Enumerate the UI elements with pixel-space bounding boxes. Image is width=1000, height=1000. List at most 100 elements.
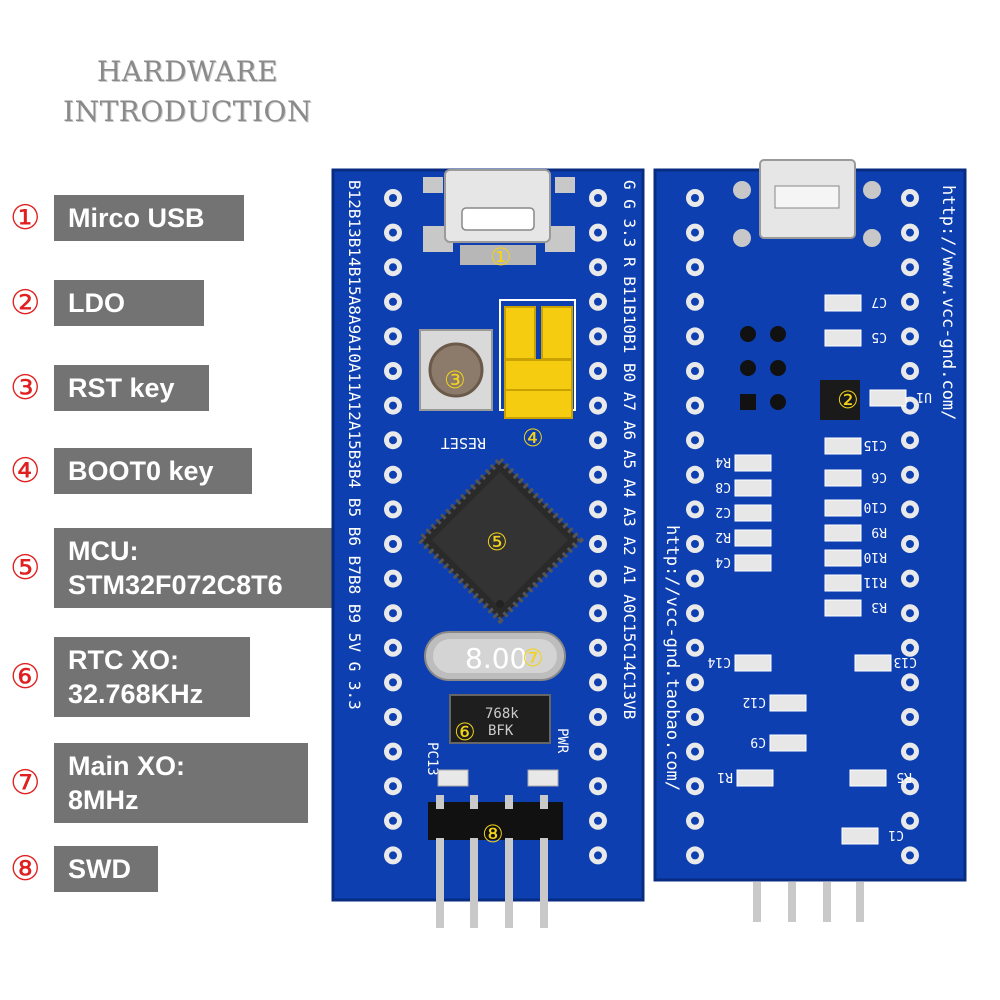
pin-hole [906, 470, 914, 479]
smd-label: R10 [864, 549, 887, 564]
pin-hole [691, 816, 699, 825]
feature-label: Mirco USB [54, 195, 244, 241]
micro-usb-connector [423, 169, 575, 265]
rtc-label-1: 768k [485, 706, 519, 722]
smd-label: C12 [743, 694, 766, 709]
pin-hole [389, 436, 397, 445]
pin-hole [691, 436, 699, 445]
smd-component [824, 329, 862, 347]
smd-component [769, 734, 807, 752]
pin-hole [594, 747, 602, 756]
smd-label: C14 [707, 654, 731, 669]
main-crystal: 8.00 [424, 631, 566, 681]
pin-hole [906, 713, 914, 721]
pin-hole [906, 747, 914, 756]
pin-hole [691, 297, 699, 306]
pin-hole [691, 194, 699, 202]
pin-hole [906, 782, 914, 791]
pin-hole [691, 401, 699, 410]
smd-label: C10 [864, 499, 887, 514]
pin-hole [691, 505, 699, 514]
smd-label: R11 [864, 574, 887, 589]
smd-component [854, 654, 892, 672]
pin-hole [691, 332, 699, 341]
pin-hole [691, 643, 699, 652]
marker-swd: ⑧ [482, 820, 504, 848]
smd-component [824, 599, 862, 617]
feature-label: RST key [54, 365, 209, 411]
marker-ldo: ② [837, 386, 859, 414]
rtc-crystal: 768k BFK [449, 694, 551, 744]
feature-label: BOOT0 key [54, 448, 252, 494]
back-board: http://www.vcc-gnd.com/ http://vcc-gnd.t… [653, 159, 967, 922]
smd-component [869, 389, 907, 407]
smd-label: C8 [715, 479, 731, 494]
crystal-label: 8.00 [465, 642, 527, 675]
smd-label: C5 [871, 329, 887, 344]
smd-label: R4 [715, 454, 731, 469]
smd-component [734, 529, 772, 547]
pin-hole [389, 263, 397, 272]
pin-hole [906, 816, 914, 825]
smd-label: C15 [864, 437, 887, 452]
feature-item-main-xo: ⑦ Main XO: 8MHz [10, 743, 308, 823]
pin-hole [389, 851, 397, 860]
pin-hole [691, 263, 699, 272]
pwr-silk: PWR [554, 728, 570, 754]
smd-component [734, 479, 772, 497]
back-right-pin-header [901, 189, 919, 865]
feature-number: ⑦ [10, 763, 41, 803]
pin-hole [389, 540, 397, 548]
smd-component [824, 437, 862, 455]
back-url-2: http://vcc-gnd.taobao.com/ [662, 525, 682, 791]
pin-hole [906, 228, 914, 237]
pin-hole [389, 574, 397, 583]
marker-main-xo: ⑦ [522, 644, 544, 672]
smd-label: R3 [871, 599, 887, 614]
pin-hole [389, 505, 397, 514]
right-pin-labels: G G 3.3 R B11B10B1 B0 A7 A6 A5 A4 A3 A2 … [620, 180, 639, 719]
smd-label: C2 [715, 504, 731, 519]
pin-hole [691, 713, 699, 721]
pin-hole [691, 540, 699, 548]
page-title: HARDWARE INTRODUCTION [40, 52, 335, 132]
mcu-chip [415, 455, 585, 625]
title-line-1: HARDWARE [96, 55, 279, 88]
feature-item-mcu: ⑤ MCU: STM32F072C8T6 [10, 528, 334, 608]
pin-hole [906, 194, 914, 202]
feature-item-swd: ⑧ SWD [10, 846, 158, 892]
smd-component [736, 769, 774, 787]
smd-label: R2 [715, 529, 731, 544]
feature-item-usb: ① Mirco USB [10, 195, 244, 241]
feature-number: ① [10, 198, 41, 238]
pin-hole [389, 332, 397, 341]
back-pin-header [753, 882, 864, 922]
smd-label: C13 [894, 654, 917, 669]
marker-mcu: ⑤ [486, 528, 508, 556]
pin-hole [691, 678, 699, 687]
smd-component [824, 469, 862, 487]
back-left-pin-header [686, 189, 704, 865]
smd-label: C7 [871, 294, 887, 309]
pc13-silk: PC13 [424, 742, 440, 776]
feature-number: ② [10, 283, 41, 323]
ldo-regulator [740, 326, 860, 420]
pin-hole [389, 367, 397, 375]
smd-label: C4 [715, 554, 731, 569]
pin-hole [594, 470, 602, 479]
front-board: B12B13B14B15A8A9A10A11A12A15B3B4 B5 B6 B… [331, 168, 645, 928]
back-usb-connector [733, 159, 881, 247]
pin-hole [594, 194, 602, 202]
marker-rtc: ⑥ [454, 718, 476, 746]
pin-hole [594, 713, 602, 721]
pin-hole [691, 747, 699, 756]
smd-component [849, 769, 887, 787]
pin-hole [389, 609, 397, 618]
marker-usb: ① [490, 243, 512, 271]
feature-number: ⑥ [10, 657, 41, 697]
pin-hole [389, 194, 397, 202]
boot-jumpers [499, 299, 576, 419]
swd-header [428, 795, 563, 928]
feature-number: ④ [10, 451, 41, 491]
